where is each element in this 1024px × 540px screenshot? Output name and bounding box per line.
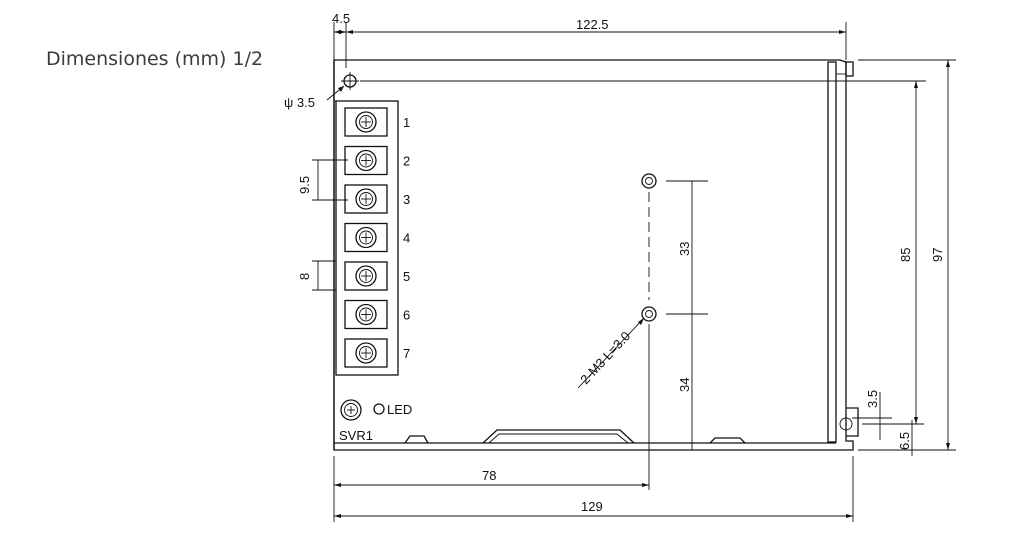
dim-mount-spacing	[666, 180, 708, 450]
screw-inner	[359, 269, 373, 283]
dim-hole-distance: 78	[482, 468, 496, 483]
terminal-label: 1	[403, 115, 410, 130]
dim-total-height: 97	[930, 248, 945, 262]
terminal-1: 1	[344, 107, 410, 137]
screw-inner	[359, 346, 373, 360]
screw-inner	[359, 153, 373, 168]
terminal-label: 4	[403, 231, 410, 246]
terminal-7: 7	[344, 338, 410, 368]
terminal-6: 6	[344, 299, 410, 330]
dim-bottom-offsets	[852, 392, 924, 456]
dim-width-label: 8	[297, 273, 312, 280]
screw-inner	[359, 230, 373, 245]
dim-pitch-label: 9.5	[297, 176, 312, 194]
terminal-housing	[344, 107, 388, 137]
terminal-screws: 1 2 3 4 5 6 7	[344, 107, 410, 368]
dim-terminal-width	[312, 260, 336, 291]
dim-mount-lower: 34	[677, 378, 692, 392]
terminal-housing	[344, 184, 388, 214]
screw-head	[355, 226, 377, 249]
dim-mount-upper: 33	[677, 242, 692, 256]
terminal-3: 3	[344, 184, 410, 214]
center-mount-holes	[641, 173, 657, 490]
dim-top-offset: 4.5	[332, 11, 350, 26]
dim-inner-height: 85	[898, 248, 913, 262]
terminal-label: 5	[403, 269, 410, 284]
terminal-housing	[344, 261, 388, 291]
screw-head	[355, 149, 377, 172]
terminal-label: 2	[403, 154, 410, 169]
terminal-label: 7	[403, 346, 410, 361]
led-label: LED	[387, 402, 412, 417]
dim-bottom-offset: 6.5	[897, 432, 912, 450]
figure-caption: Dimensiones (mm) 1/2	[46, 48, 264, 70]
terminal-4: 4	[344, 222, 410, 253]
terminal-housing	[344, 145, 388, 176]
screw-head	[355, 188, 377, 210]
terminal-block	[334, 100, 399, 376]
terminal-housing	[344, 338, 388, 368]
screw-head	[355, 303, 377, 326]
chassis-outline	[333, 59, 859, 451]
screw-head	[355, 265, 377, 287]
dim-top	[333, 22, 847, 68]
screw-head	[355, 342, 377, 364]
dim-total-width: 129	[581, 499, 603, 514]
dim-top-width: 122.5	[576, 17, 609, 32]
led-indicator	[373, 403, 385, 415]
svr-label: SVR1	[339, 428, 373, 443]
screw-head	[355, 111, 377, 133]
svr-potentiometer	[340, 399, 362, 421]
dim-small-offset: 3.5	[865, 390, 880, 408]
dim-terminal-pitch	[312, 159, 348, 201]
dim-bottom-widths	[333, 456, 854, 522]
terminal-5: 5	[344, 261, 410, 291]
terminal-label: 6	[403, 308, 410, 323]
dim-right-heights	[360, 59, 956, 451]
top-mount-hole	[341, 72, 359, 90]
terminal-label: 3	[403, 192, 410, 207]
screw-inner	[359, 307, 373, 322]
terminal-housing	[344, 222, 388, 253]
screw-inner	[359, 115, 373, 129]
screw-note: 2-M3 L=3.0	[577, 328, 633, 387]
dim-hole-diameter: ψ 3.5	[284, 95, 315, 110]
screw-inner	[359, 192, 373, 206]
terminal-2: 2	[344, 145, 410, 176]
terminal-housing	[344, 299, 388, 330]
